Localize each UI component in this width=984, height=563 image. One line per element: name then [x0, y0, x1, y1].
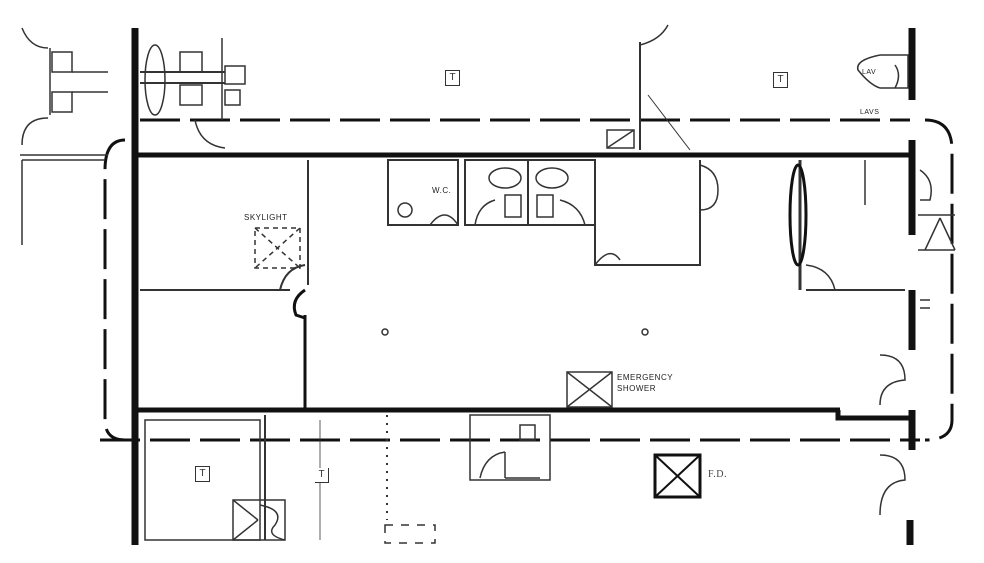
floor-drain — [653, 453, 702, 499]
bottom-small-room — [469, 414, 551, 481]
emergency-shower-label-line2: SHOWER — [617, 384, 656, 393]
tag-marker-bottom-left: T — [195, 466, 210, 482]
wc-sink — [397, 202, 413, 218]
skylight-label: SKYLIGHT — [244, 213, 288, 222]
column-marker — [381, 328, 389, 336]
exhaust-fan-marker — [606, 129, 635, 149]
skylight — [254, 227, 301, 269]
tag-marker-top-center: T — [445, 70, 460, 86]
canopy-outline — [100, 118, 954, 442]
toilet-stalls — [464, 159, 596, 226]
hatch-oval — [788, 163, 808, 267]
lavs-label: LAVS — [860, 109, 880, 116]
wall-bottom-right-step — [835, 410, 910, 421]
bottom-left-room — [144, 419, 261, 541]
lav-label: LAV — [862, 69, 877, 76]
tag-marker-bottom-mid: T — [315, 468, 329, 483]
floor-drain-label: F.D. — [708, 469, 727, 480]
column-marker — [641, 328, 649, 336]
wc-room — [387, 159, 459, 226]
emergency-shower — [566, 371, 613, 408]
emergency-shower-label-line1: EMERGENCY — [617, 373, 674, 382]
wc-label: W.C. — [432, 186, 452, 195]
tag-marker-top-right: T — [773, 72, 788, 88]
